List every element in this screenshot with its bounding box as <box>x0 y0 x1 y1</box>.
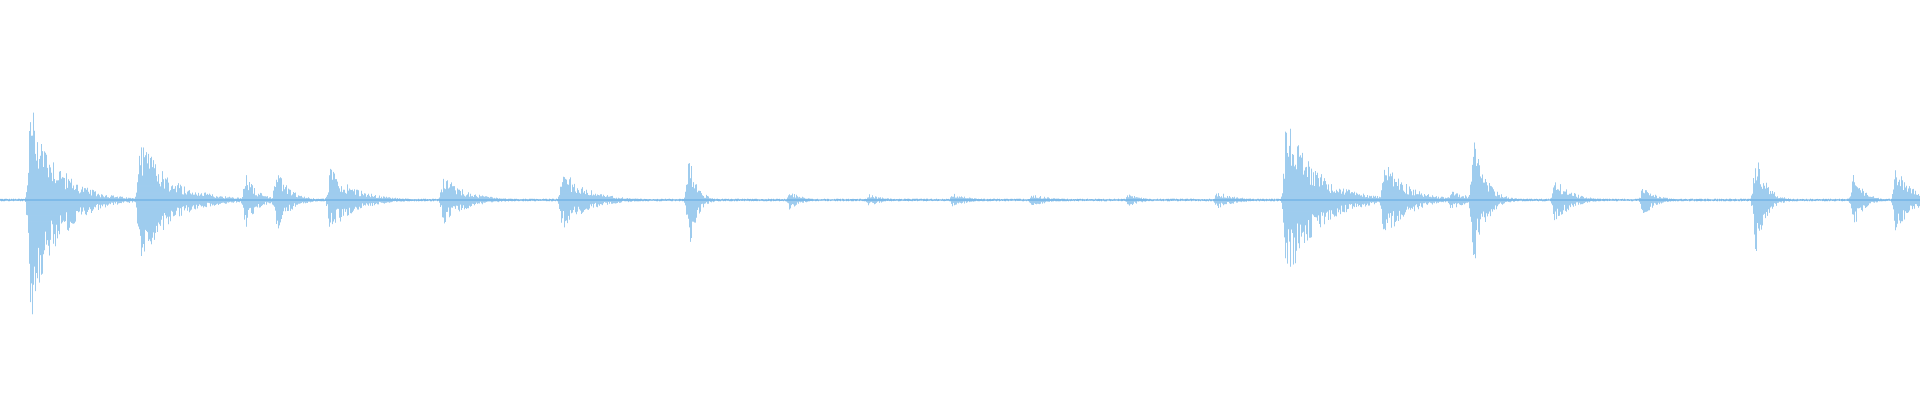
waveform-trace <box>0 112 1920 315</box>
